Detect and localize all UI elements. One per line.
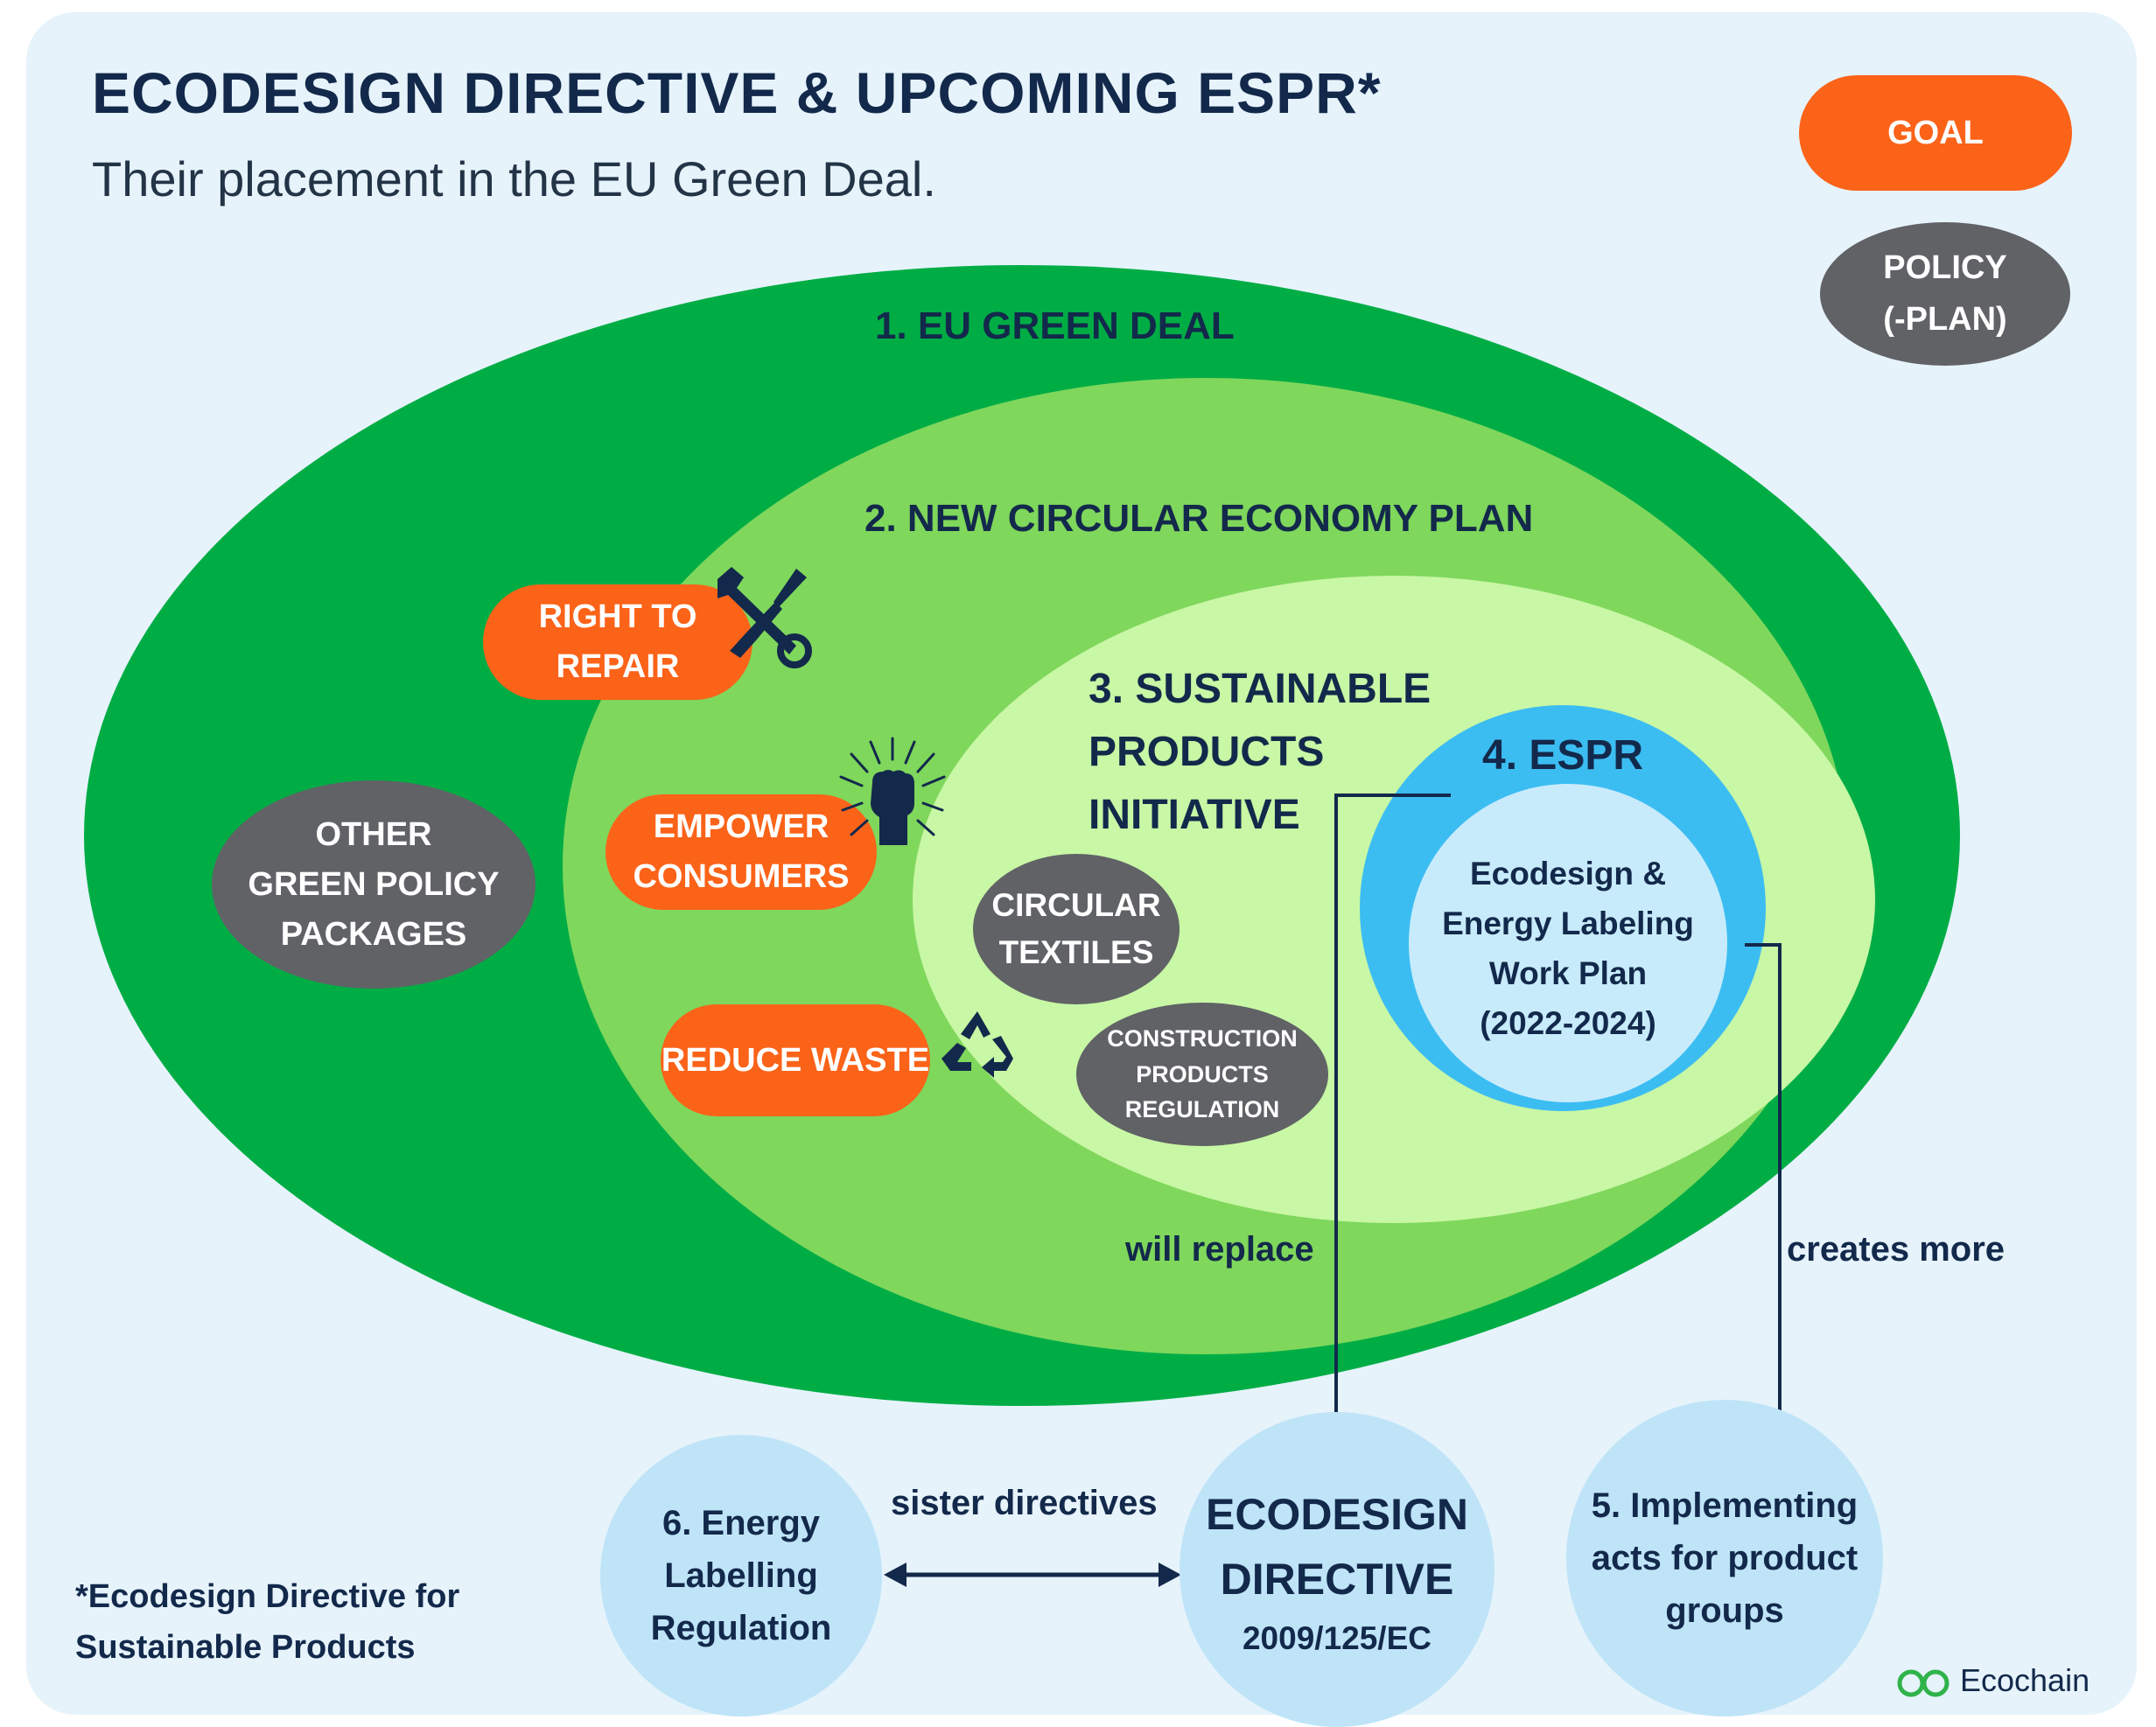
- implementing-acts-label: 5. Implementing acts for product groups: [1591, 1486, 1858, 1630]
- energy-labelling-regulation: 6. Energy Labelling Regulation: [600, 1435, 882, 1717]
- work-plan-circle: [1409, 784, 1727, 1102]
- goal-right-to-repair: RIGHT TO REPAIR: [483, 584, 752, 700]
- page-subtitle: Their placement in the EU Green Deal.: [92, 151, 936, 206]
- page-title: ECODESIGN DIRECTIVE & UPCOMING ESPR*: [92, 60, 1382, 125]
- ecochain-brand: Ecochain: [1960, 1662, 2090, 1698]
- legend-goal: GOAL: [1799, 75, 2072, 191]
- circular-economy-label: 2. NEW CIRCULAR ECONOMY PLAN: [864, 497, 1534, 540]
- ecodesign-directive: ECODESIGN DIRECTIVE 2009/125/EC: [1180, 1412, 1494, 1727]
- energy-labelling-label: 6. Energy Labelling Regulation: [650, 1504, 832, 1647]
- sister-directives-label: sister directives: [891, 1484, 1158, 1522]
- wrench-screwdriver-icon: [718, 567, 812, 668]
- creates-more-arrow: [1745, 943, 1782, 1421]
- ecodesign-directive-code: 2009/125/EC: [1242, 1620, 1432, 1656]
- goal-empower-consumers: EMPOWER CONSUMERS: [606, 794, 877, 910]
- creates-more-label: creates more: [1787, 1230, 2006, 1269]
- footnote: *Ecodesign Directive for Sustainable Pro…: [75, 1578, 460, 1666]
- will-replace-label: will replace: [1125, 1230, 1314, 1269]
- espr-label: 4. ESPR: [1482, 732, 1644, 779]
- goal-reduce-waste: REDUCE WASTE: [661, 1004, 930, 1116]
- sustainable-products-label: 3. SUSTAINABLE PRODUCTS INITIATIVE: [1088, 666, 1432, 838]
- legend-policy: POLICY (-PLAN): [1820, 222, 2070, 366]
- implementing-acts: 5. Implementing acts for product groups: [1566, 1400, 1883, 1717]
- raised-fist-icon: [839, 737, 946, 845]
- will-replace-arrow: [1334, 794, 1451, 1424]
- policy-circular-textiles: CIRCULAR TEXTILES: [973, 854, 1180, 1004]
- sister-arrowhead-right: [1158, 1563, 1181, 1587]
- recycle-icon: [942, 1011, 1013, 1078]
- work-plan-label: Ecodesign & Energy Labeling Work Plan (2…: [1442, 856, 1694, 1041]
- eu-green-deal-label: 1. EU GREEN DEAL: [875, 304, 1235, 347]
- ecochain-logo-icon: [1897, 1669, 1950, 1697]
- policy-other-green-packages: OTHER GREEN POLICY PACKAGES: [212, 780, 536, 989]
- policy-construction-products: CONSTRUCTION PRODUCTS REGULATION: [1076, 1003, 1328, 1146]
- sister-arrowhead-left: [884, 1563, 906, 1587]
- ecodesign-directive-title: ECODESIGN DIRECTIVE: [1205, 1490, 1469, 1604]
